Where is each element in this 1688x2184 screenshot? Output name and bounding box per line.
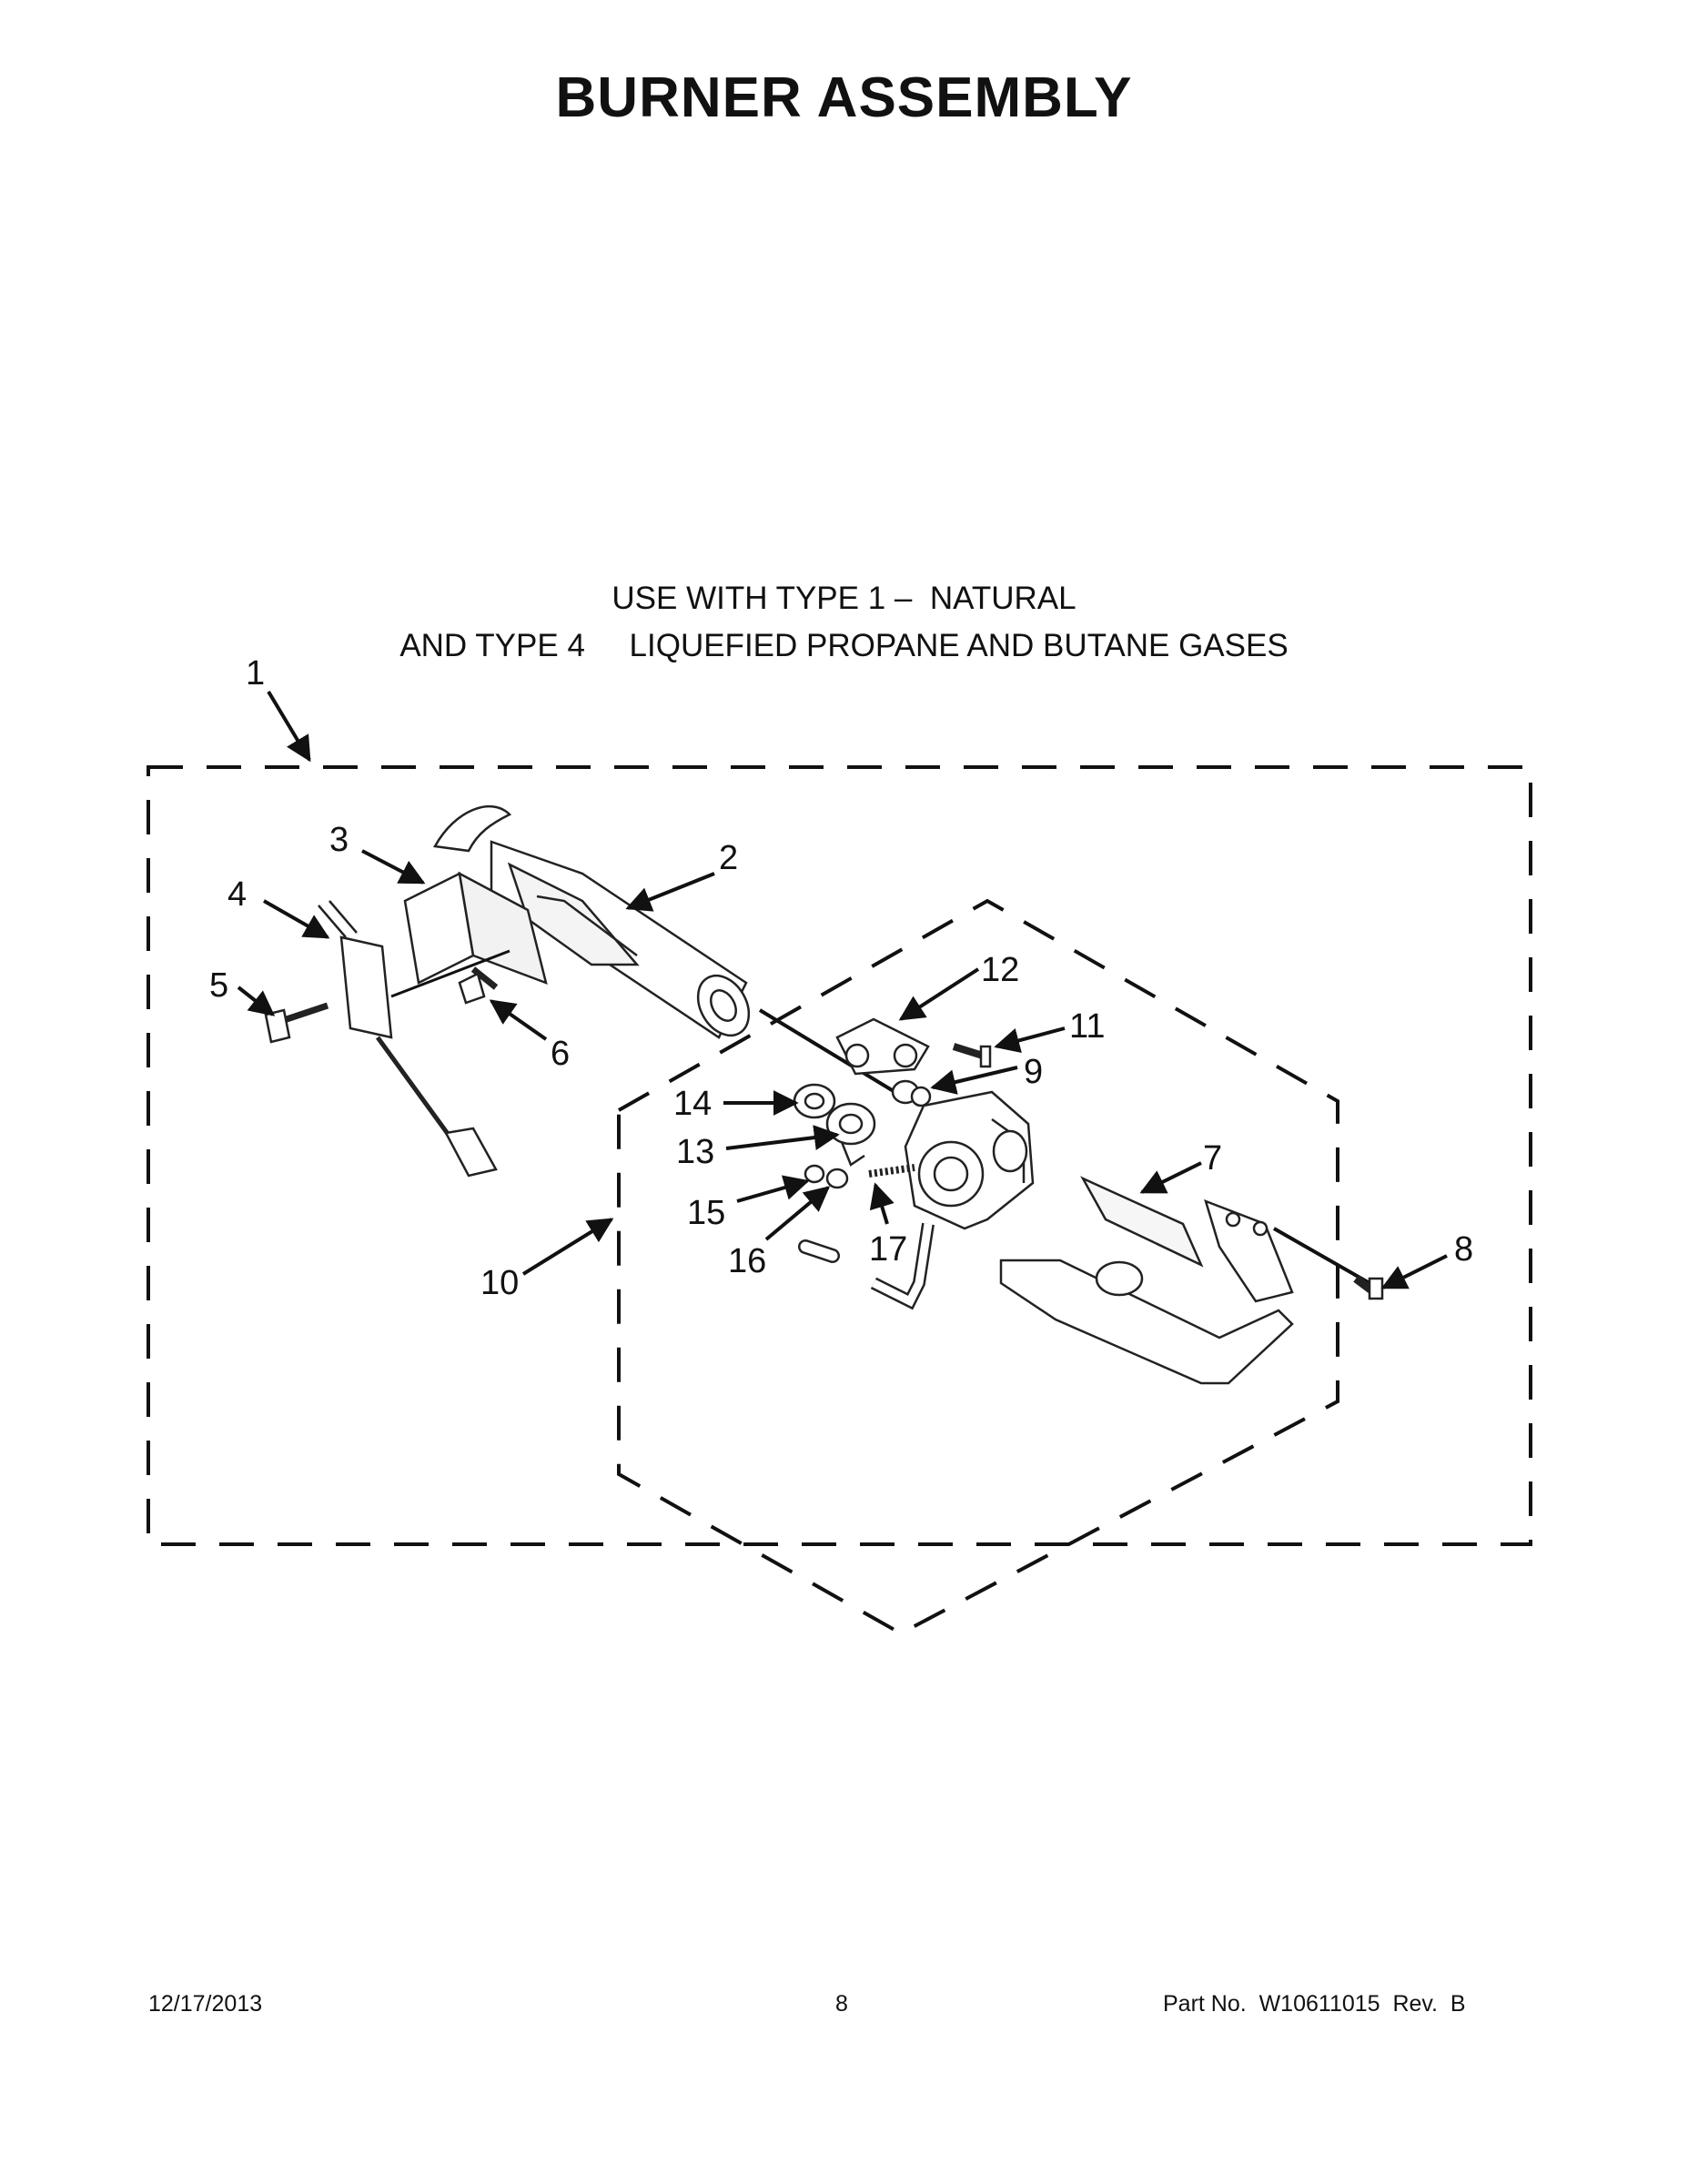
arrow-9 bbox=[930, 1066, 1018, 1095]
arrow-6 bbox=[489, 999, 548, 1041]
footer-page-number: 8 bbox=[835, 1991, 848, 2017]
callout-12: 12 bbox=[981, 951, 1019, 989]
callout-13: 13 bbox=[676, 1133, 714, 1171]
arrow-4 bbox=[263, 899, 330, 939]
callout-4: 4 bbox=[227, 875, 247, 914]
arrow-15 bbox=[736, 1175, 810, 1203]
valve-coils bbox=[793, 1083, 876, 1167]
callout-10: 10 bbox=[480, 1264, 519, 1302]
callout-15: 15 bbox=[687, 1194, 725, 1232]
callout-1: 1 bbox=[246, 654, 265, 693]
callout-7: 7 bbox=[1203, 1139, 1222, 1178]
callout-16: 16 bbox=[728, 1242, 766, 1280]
callout-8: 8 bbox=[1454, 1230, 1473, 1269]
subtitle-line-1: USE WITH TYPE 1 – NATURAL bbox=[612, 581, 1076, 616]
callout-numbers: 1 2 3 4 5 6 7 8 9 10 11 12 13 14 15 16 1… bbox=[209, 654, 1473, 1302]
callout-2: 2 bbox=[719, 839, 738, 877]
burner-tube bbox=[433, 804, 751, 1039]
arrow-12 bbox=[898, 967, 980, 1021]
footer-date: 12/17/2013 bbox=[148, 1991, 263, 2017]
callout-9: 9 bbox=[1024, 1053, 1043, 1091]
arrow-10 bbox=[521, 1218, 614, 1276]
arrow-3 bbox=[361, 849, 426, 885]
callout-14: 14 bbox=[673, 1085, 712, 1123]
valve-bracket-7 bbox=[999, 1176, 1294, 1385]
gas-valve bbox=[870, 1090, 1035, 1310]
arrow-16 bbox=[764, 1186, 831, 1241]
callout-17: 17 bbox=[869, 1230, 907, 1269]
screw-6 bbox=[458, 966, 499, 1005]
screw-5 bbox=[264, 1002, 329, 1044]
arrow-13 bbox=[725, 1125, 840, 1150]
igniter-bracket bbox=[403, 871, 548, 986]
assembly-boundary bbox=[147, 765, 1532, 1546]
arrow-2 bbox=[625, 872, 715, 912]
arrow-11 bbox=[994, 1026, 1066, 1054]
arrow-7 bbox=[1139, 1161, 1202, 1194]
screw-11 bbox=[952, 1043, 992, 1068]
callout-arrows bbox=[237, 690, 1448, 1289]
igniter bbox=[318, 900, 498, 1178]
arrow-8 bbox=[1380, 1254, 1448, 1289]
arrow-17 bbox=[869, 1182, 895, 1225]
page-title: BURNER ASSEMBLY bbox=[555, 66, 1133, 129]
callout-5: 5 bbox=[209, 966, 228, 1005]
valve-group-boundary bbox=[617, 898, 1339, 1636]
subtitle-line-2: AND TYPE 4 LIQUEFIED PROPANE AND BUTANE … bbox=[399, 628, 1289, 663]
arrow-1 bbox=[267, 690, 311, 763]
footer-part-number: Part No. W10611015 Rev. B bbox=[1163, 1991, 1466, 2017]
arrow-5 bbox=[237, 986, 276, 1016]
callout-11: 11 bbox=[1069, 1007, 1105, 1046]
small-parts bbox=[798, 1164, 915, 1263]
sensor-bracket-12 bbox=[835, 1017, 930, 1076]
fitting-9 bbox=[891, 1079, 932, 1107]
callout-3: 3 bbox=[329, 821, 349, 859]
callout-6: 6 bbox=[551, 1035, 570, 1073]
